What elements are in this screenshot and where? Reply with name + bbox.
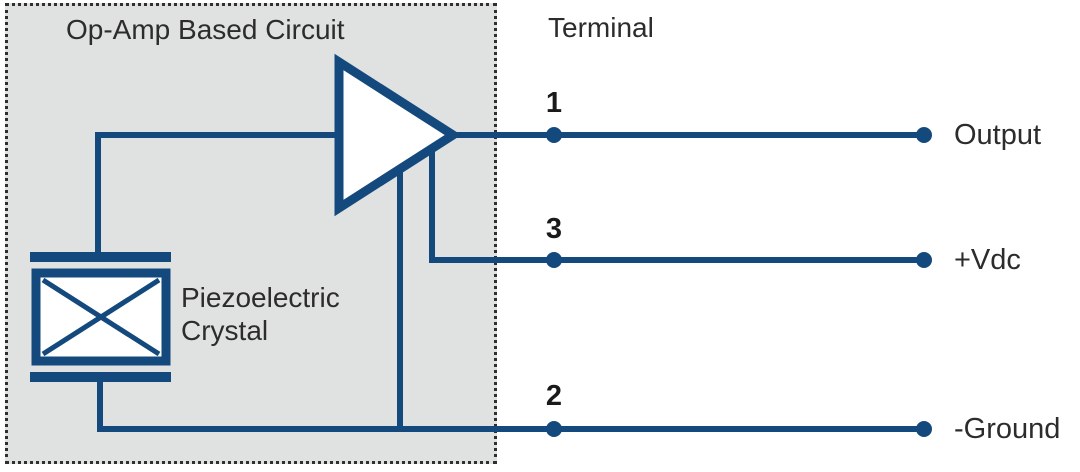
crystal-label-line1: Piezoelectric <box>181 282 340 313</box>
crystal-label-line2: Crystal <box>181 315 269 346</box>
terminal-1-pin-dot <box>546 127 562 143</box>
terminal-3-label: +Vdc <box>954 244 1021 276</box>
ground-wire <box>97 380 924 432</box>
terminal-2-number: 2 <box>545 380 563 412</box>
opamp-input-wire <box>95 132 341 254</box>
crystal-cross-line-2 <box>41 277 161 357</box>
terminal-3-pin-dot <box>546 252 562 268</box>
terminal-2-label: -Ground <box>954 413 1061 445</box>
terminal-1-label: Output <box>954 119 1042 151</box>
terminal-1-number: 1 <box>545 87 563 119</box>
terminal-column-header: Terminal <box>548 12 654 43</box>
opamp-triangle-icon <box>334 53 462 217</box>
opamp-circuit-boundary-box <box>5 3 497 464</box>
crystal-top-plate <box>30 252 171 262</box>
opamp-box-title: Op-Amp Based Circuit <box>66 14 345 45</box>
terminal-2-pin-dot <box>546 421 562 437</box>
vdc-wire <box>429 148 924 263</box>
output-end-dot <box>916 127 932 143</box>
crystal-label: Piezoelectric Crystal <box>181 281 340 347</box>
terminal-3-number: 3 <box>545 213 563 245</box>
crystal-bottom-plate <box>30 372 171 382</box>
ground-end-dot <box>916 421 932 437</box>
vdc-end-dot <box>916 252 932 268</box>
